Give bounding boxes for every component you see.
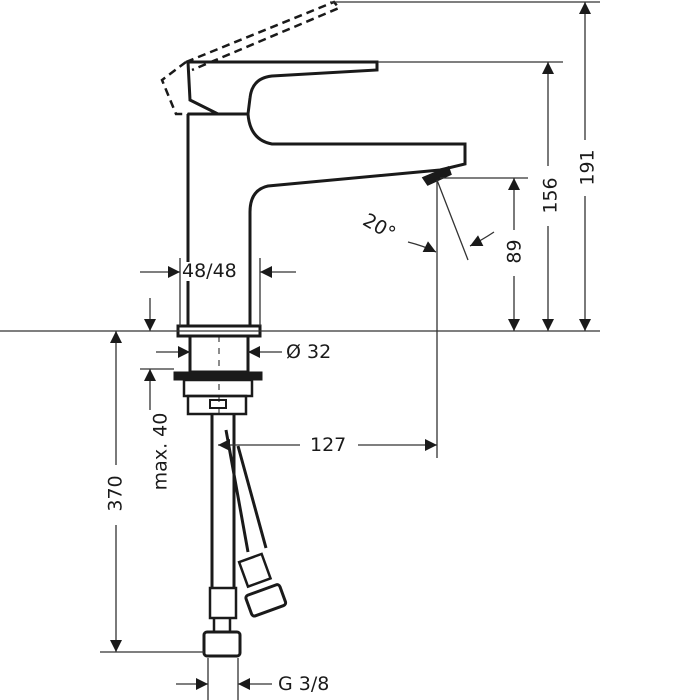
dim-spout-reach: 127 (310, 434, 347, 456)
lever-open-dashed (160, 0, 342, 116)
dim-connection-thread: G 3/8 (278, 673, 330, 695)
dim-hose-length: 370 (104, 475, 127, 512)
aerator (421, 165, 452, 186)
faucet-body (186, 112, 467, 326)
hose-straight (210, 414, 236, 588)
dim-shank-diameter: Ø 32 (286, 341, 332, 363)
dim-spout-height: 89 (503, 239, 526, 264)
dim-body-width: 48/48 (182, 260, 237, 282)
hose-bent (224, 429, 268, 553)
dim-overall-height: 191 (576, 149, 599, 186)
dim-max-counter-thickness: max. 40 (149, 412, 172, 491)
dim-lever-height: 156 (539, 177, 562, 214)
lever (186, 60, 379, 116)
